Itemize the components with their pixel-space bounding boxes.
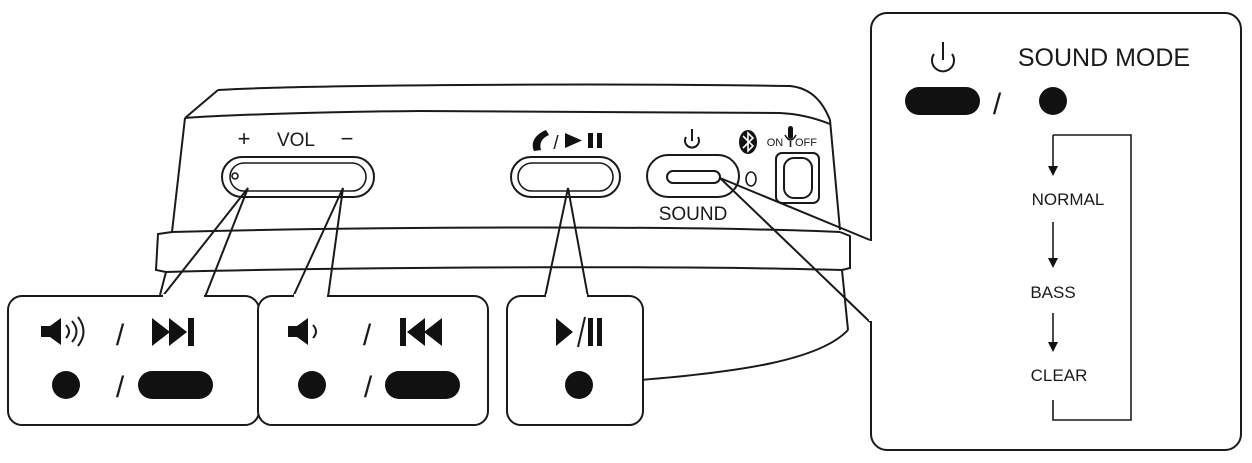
phone-play-pause-button-group[interactable]: / xyxy=(510,130,621,198)
power-button-inner xyxy=(666,170,721,184)
mode-cycle-flow xyxy=(1048,134,1132,421)
status-led xyxy=(745,171,757,187)
mode-clear: CLEAR xyxy=(1031,366,1088,385)
callout-play-pause xyxy=(506,294,644,426)
callout-volume-down-previous: / / xyxy=(257,294,489,426)
play-pause-icon xyxy=(565,133,602,148)
vol-minus-label: − xyxy=(341,126,354,151)
play-pause-icon xyxy=(556,316,602,348)
power-sound-button-group[interactable]: SOUND xyxy=(646,129,757,225)
vol-plus-label: + xyxy=(238,126,251,151)
long-press-bar xyxy=(385,371,460,399)
short-press-dot xyxy=(565,371,593,399)
bluetooth-icon xyxy=(739,130,757,154)
slash-bottom: / xyxy=(364,371,373,404)
short-press-dot xyxy=(298,371,326,399)
play-pause-button-inner xyxy=(517,162,614,192)
mode-normal: NORMAL xyxy=(1032,190,1105,209)
mic-switch-housing xyxy=(775,152,820,204)
long-press-bar xyxy=(138,371,213,399)
switch-on-label: ON xyxy=(767,137,784,149)
sound-mode-panel: SOUND MODE / NORMAL BASS CLEAR xyxy=(869,12,1242,451)
sound-mode-slash: / xyxy=(993,88,1002,121)
vol-button-inner xyxy=(229,162,367,192)
previous-track-icon xyxy=(400,318,442,346)
mic-switch[interactable]: ON OFF xyxy=(767,126,820,204)
sound-label: SOUND xyxy=(659,204,728,225)
power-icon xyxy=(684,129,700,149)
short-press-dot xyxy=(1039,87,1067,115)
power-button-outer[interactable] xyxy=(646,154,740,198)
callout-leaders xyxy=(161,177,871,323)
mic-switch-knob[interactable] xyxy=(783,157,813,199)
short-press-dot xyxy=(52,371,80,399)
callout-volume-up-next: / / xyxy=(7,294,260,426)
volume-up-icon xyxy=(41,316,85,347)
slash-top: / xyxy=(363,319,372,352)
vol-button-outer[interactable] xyxy=(221,156,375,198)
vol-indicator-dot xyxy=(231,172,239,180)
switch-off-label: OFF xyxy=(795,137,817,149)
sound-mode-title: SOUND MODE xyxy=(1018,44,1190,72)
slash-top: / xyxy=(116,319,125,352)
long-press-bar xyxy=(905,87,980,115)
phone-play-separator: / xyxy=(553,133,559,154)
power-icon xyxy=(931,42,955,73)
slash-bottom: / xyxy=(116,371,125,404)
next-track-icon xyxy=(152,318,194,346)
vol-label: VOL xyxy=(277,130,315,151)
volume-rocker[interactable]: + VOL − xyxy=(221,126,375,198)
microphone-icon xyxy=(784,126,797,147)
mode-bass: BASS xyxy=(1030,283,1075,302)
phone-icon xyxy=(532,130,549,151)
volume-down-icon xyxy=(288,318,317,345)
